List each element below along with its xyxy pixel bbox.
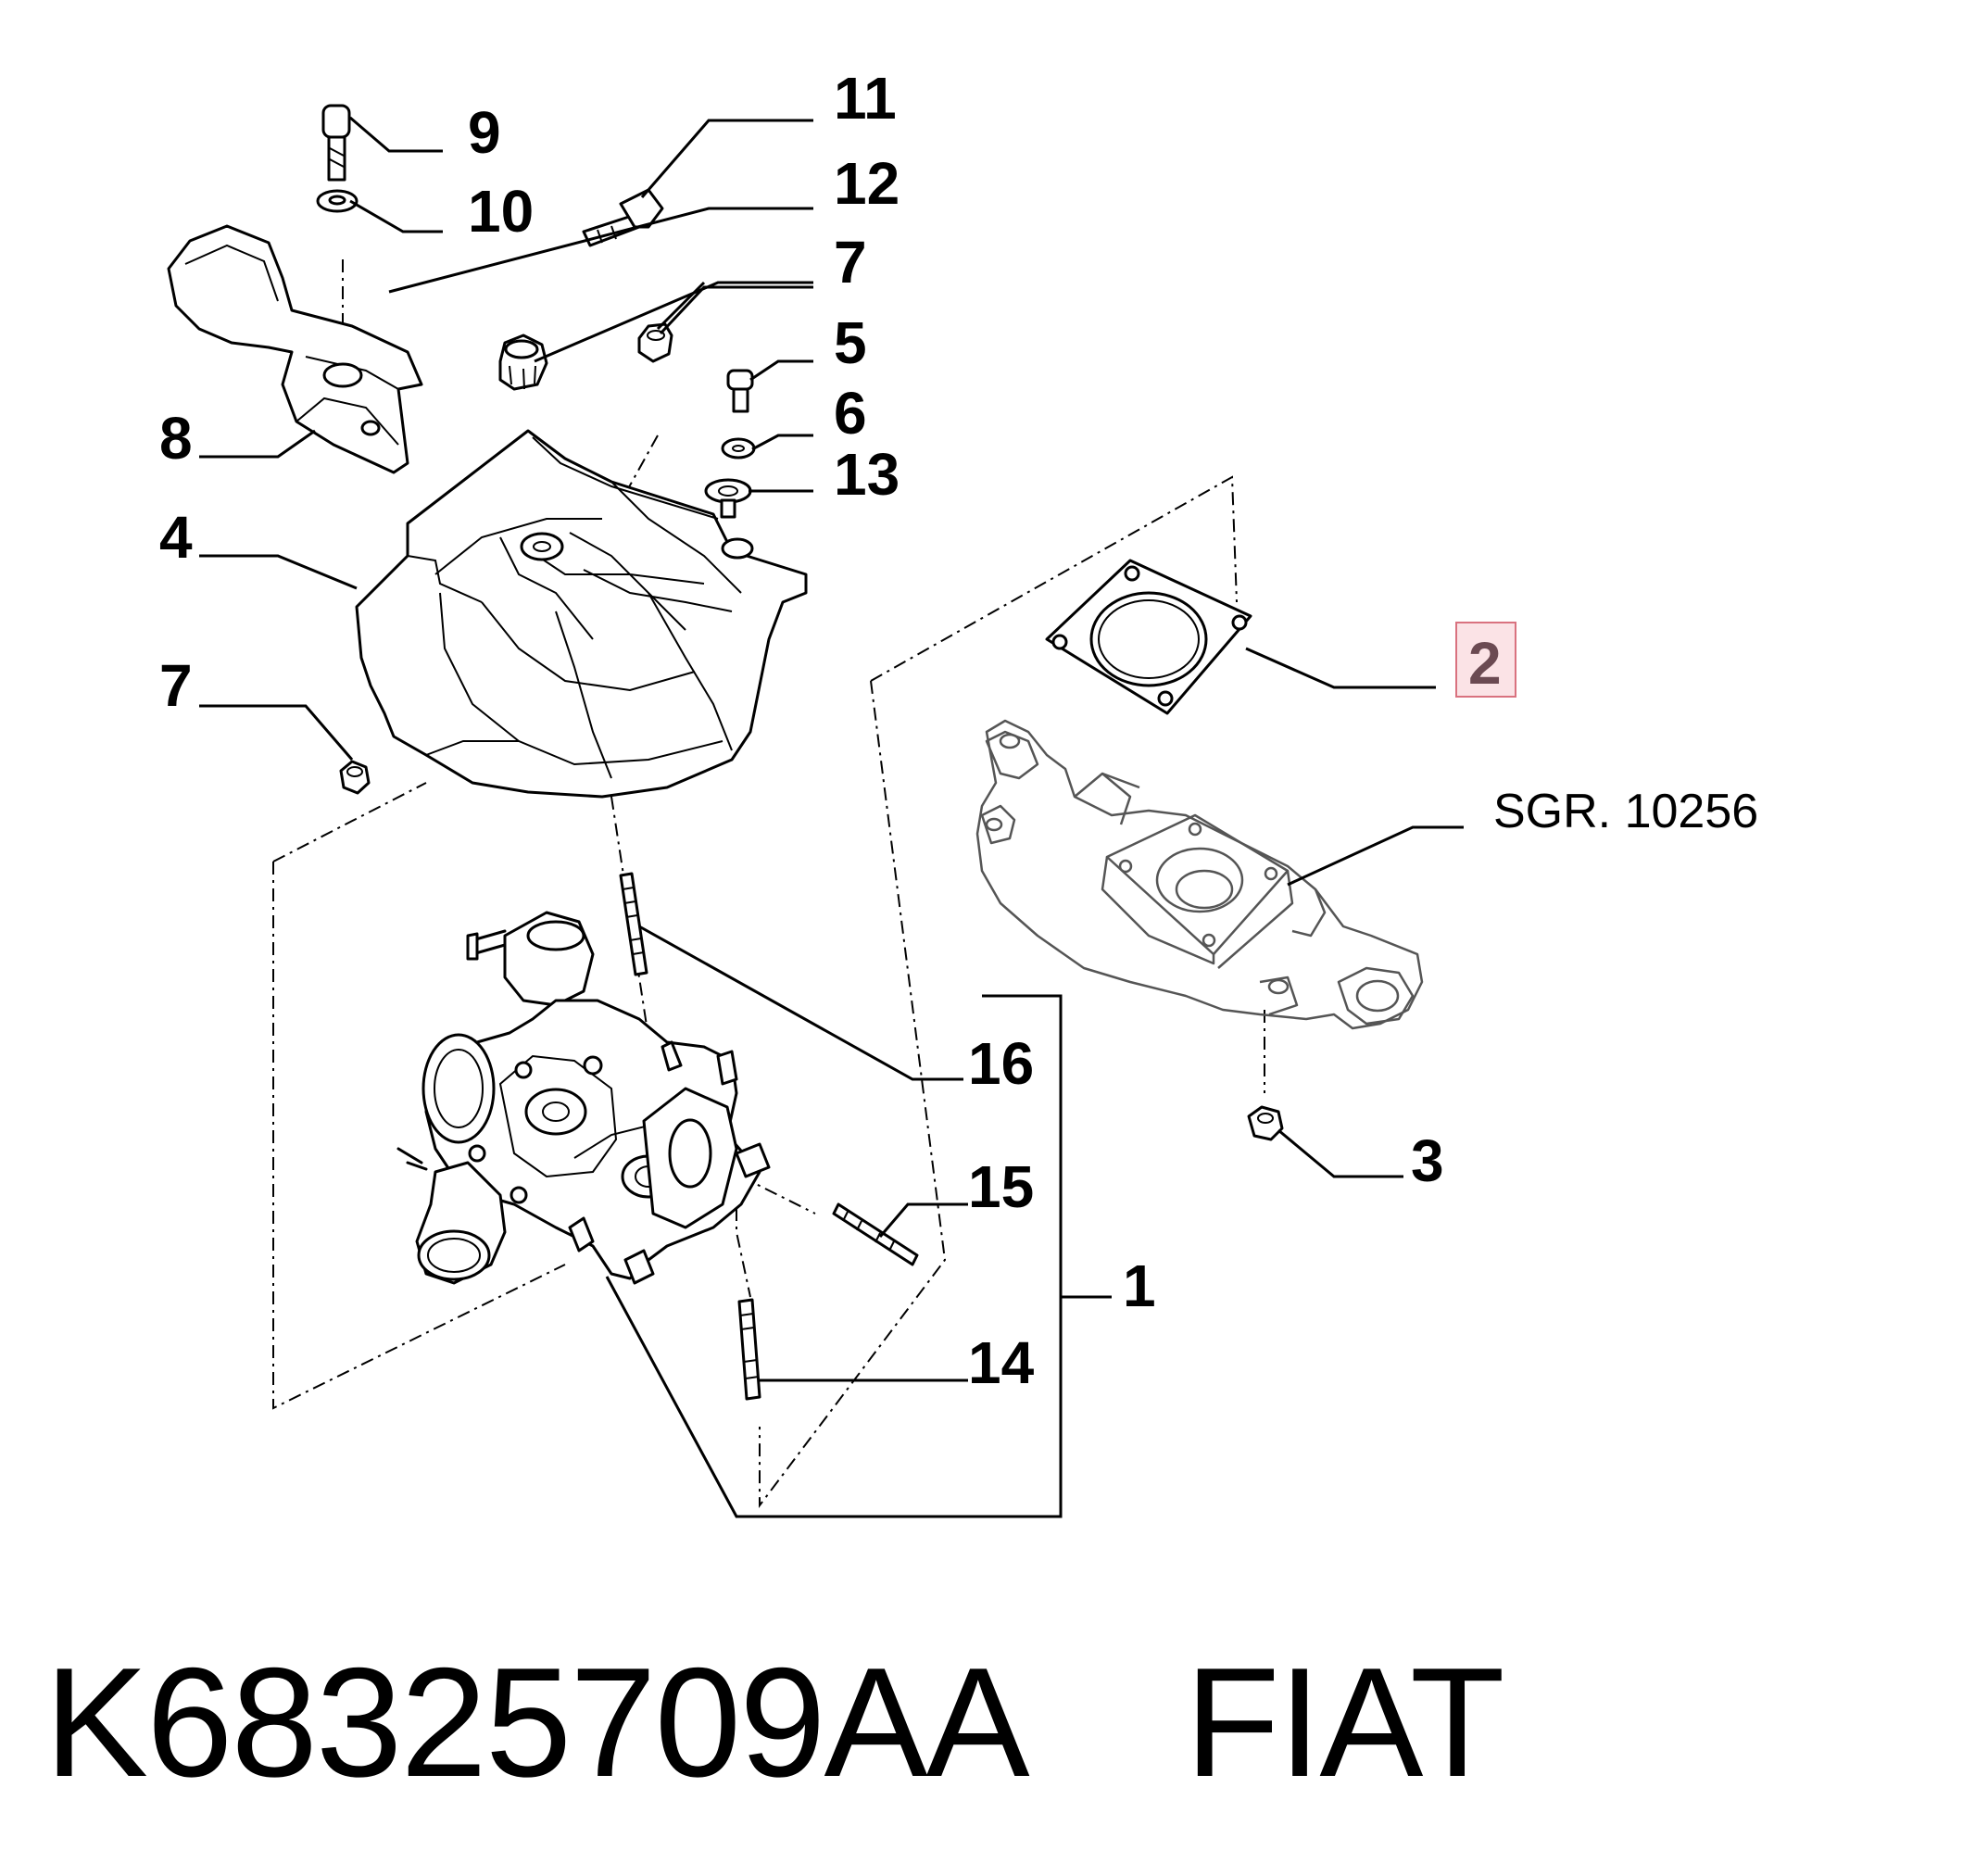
callout-3: 3 (1411, 1127, 1444, 1194)
nut-icon (1247, 1105, 1284, 1141)
callout-labels: 9 10 11 12 7 5 6 13 8 4 7 16 15 1 14 3 S… (159, 65, 1758, 1396)
assembly-dashed-outlines (272, 259, 1265, 1508)
callout-8: 8 (159, 405, 193, 472)
reference-group-label: SGR. 10256 (1493, 785, 1758, 838)
leader-lines (199, 116, 1464, 1518)
nut-icon (498, 334, 548, 391)
callout-9: 9 (468, 99, 501, 166)
exhaust-manifold-icon (975, 719, 1424, 1030)
stud-icon (737, 1298, 761, 1401)
part-number: K68325709AA (44, 1635, 1021, 1809)
turbocharger-icon (396, 911, 771, 1285)
callout-12: 12 (834, 150, 900, 217)
callout-6: 6 (834, 380, 867, 447)
highlighted-callout-2: 2 (1455, 622, 1516, 698)
stud-icon (832, 1202, 919, 1266)
callout-16: 16 (968, 1030, 1034, 1097)
nut-icon (637, 322, 673, 363)
callout-5: 5 (834, 309, 867, 376)
nut-icon (339, 760, 371, 795)
callout-15: 15 (968, 1153, 1034, 1220)
stud-icon (619, 872, 648, 976)
washer-icon (316, 189, 359, 213)
callout-14: 14 (968, 1329, 1035, 1396)
brand-name: FIAT (1185, 1635, 1505, 1809)
callout-1: 1 (1123, 1252, 1156, 1319)
callout-7-top: 7 (834, 229, 867, 296)
bolt-icon (726, 369, 754, 413)
part-number-caption: K68325709AA FIAT (44, 1644, 1505, 1800)
callout-13: 13 (834, 441, 900, 508)
heat-shield-icon (355, 429, 808, 799)
callout-4: 4 (159, 504, 193, 571)
bracket-icon (167, 224, 423, 474)
callout-10: 10 (468, 178, 534, 245)
callout-7-lower: 7 (159, 652, 193, 719)
grommet-icon (704, 478, 752, 519)
bolt-icon (321, 104, 351, 182)
washer-icon (721, 437, 756, 459)
gasket-icon (1045, 559, 1252, 715)
callout-11: 11 (834, 65, 897, 132)
callout-2: 2 (1468, 630, 1502, 697)
